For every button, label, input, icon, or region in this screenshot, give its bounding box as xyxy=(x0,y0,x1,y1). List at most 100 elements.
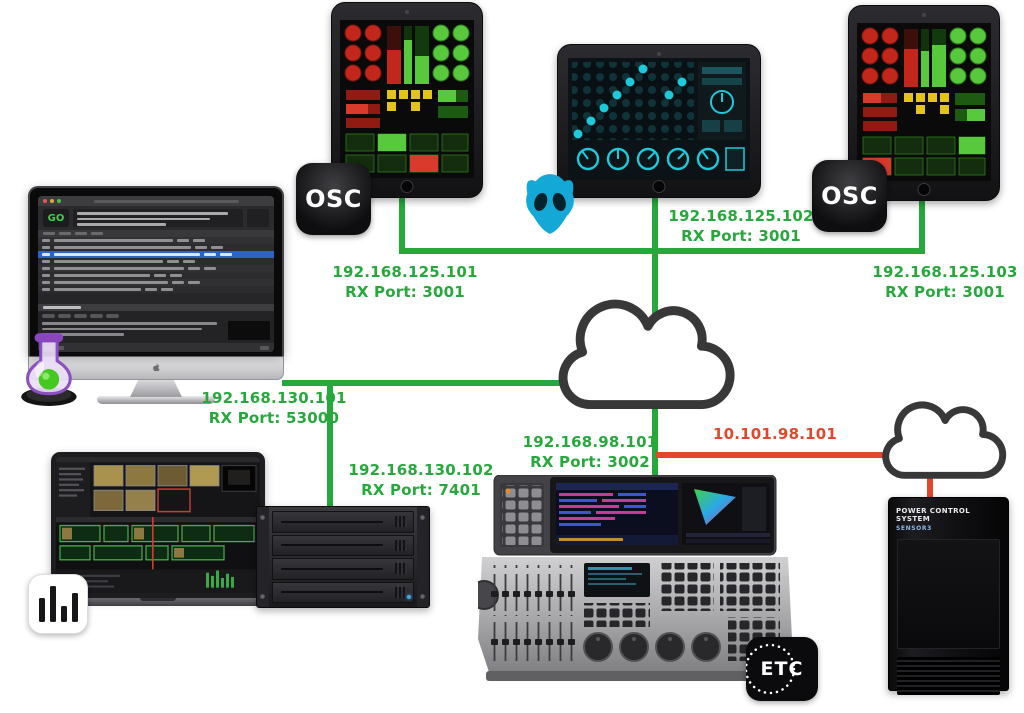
etc-logo-text: ETC xyxy=(760,658,804,680)
rx-port: RX Port: 7401 xyxy=(361,481,481,499)
imac-stand xyxy=(130,380,182,397)
drive-bay xyxy=(272,511,414,533)
close-dot xyxy=(43,199,47,203)
ip-address: 192.168.130.101 xyxy=(201,389,347,407)
label-media-server: 192.168.130.102 RX Port: 7401 xyxy=(345,460,497,500)
ip-address: 192.168.98.101 xyxy=(522,433,658,451)
camera-dot xyxy=(657,52,661,56)
window-title-skeleton xyxy=(94,199,239,203)
laptop-base xyxy=(44,598,272,606)
ipad-touchosc-left xyxy=(331,2,483,198)
qlab-cue-list xyxy=(38,237,274,304)
media-player-icon xyxy=(28,574,88,634)
drive-bay xyxy=(272,581,414,603)
rack-ear-right xyxy=(417,507,429,607)
power-rack-door xyxy=(897,539,1000,649)
rx-port: RX Port: 3001 xyxy=(885,283,1005,301)
rx-port: RX Port: 3001 xyxy=(345,283,465,301)
drive-bay xyxy=(272,558,414,580)
lemur-screen xyxy=(568,58,750,180)
cue-row xyxy=(38,244,274,251)
bar xyxy=(60,606,67,622)
bar xyxy=(49,586,56,622)
rx-port: RX Port: 3001 xyxy=(681,227,801,245)
nle-screen xyxy=(56,457,260,593)
cue-row xyxy=(38,286,274,293)
ip-address: 192.168.125.103 xyxy=(872,263,1018,281)
link-media-server xyxy=(327,380,333,512)
power-led xyxy=(407,595,411,599)
osc-badge-left: OSC xyxy=(296,163,371,235)
ip-address: 10.101.98.101 xyxy=(712,425,838,443)
ip-address: 192.168.125.101 xyxy=(332,263,478,281)
inspector-preview xyxy=(228,321,270,340)
zoom-dot xyxy=(57,199,61,203)
screw xyxy=(420,515,425,520)
qlab-window: GO xyxy=(38,196,274,352)
cue-row xyxy=(38,237,274,244)
rx-port: RX Port: 53000 xyxy=(208,409,340,427)
inspector-tabs xyxy=(42,314,270,318)
qlab-go-row: GO xyxy=(38,206,274,230)
imac-base xyxy=(97,396,215,404)
camera-dot xyxy=(405,10,409,14)
media-server-rack xyxy=(256,506,430,608)
imac-qlab: GO xyxy=(28,186,284,404)
drive-bays xyxy=(269,507,417,607)
cue-row xyxy=(38,258,274,265)
cue-row xyxy=(38,265,274,272)
ipad-touchosc-right xyxy=(848,5,1000,201)
network-cloud xyxy=(543,282,741,432)
screw xyxy=(260,594,265,599)
link-power-horizontal xyxy=(656,452,933,458)
qlab-toolbar xyxy=(38,230,274,237)
inspector-text xyxy=(42,321,224,340)
power-control-rack: POWER CONTROL SYSTEM SENSOR3 xyxy=(888,497,1009,695)
lemur-icon xyxy=(517,171,583,237)
osc-badge-right: OSC xyxy=(812,160,887,232)
cue-row-selected xyxy=(38,251,274,258)
label-ipad-left: 192.168.125.101 RX Port: 3001 xyxy=(330,262,480,302)
qlab-section-bar xyxy=(38,304,274,311)
label-ipad-right: 192.168.125.103 RX Port: 3001 xyxy=(870,262,1020,302)
qlab-titlebar xyxy=(38,196,274,206)
ipad-lemur xyxy=(557,44,761,198)
bar xyxy=(38,598,45,622)
rack-ear-left xyxy=(257,507,269,607)
qlab-inspector xyxy=(38,311,274,343)
apple-logo-icon xyxy=(153,363,160,372)
etc-logo-badge: ETC xyxy=(746,637,818,701)
cue-row xyxy=(38,272,274,279)
video-laptop xyxy=(44,452,272,606)
power-rack-title: POWER CONTROL SYSTEM xyxy=(896,507,971,523)
etc-dots-icon xyxy=(746,643,796,695)
link-ipad-center xyxy=(652,192,658,342)
label-ipad-center: 192.168.125.102 RX Port: 3001 xyxy=(662,206,820,246)
laptop-display xyxy=(51,452,265,598)
osc-badge-label: OSC xyxy=(821,182,878,210)
cue-notes-panel xyxy=(73,209,243,227)
touchosc-screen xyxy=(857,23,991,181)
rx-port: RX Port: 3002 xyxy=(530,453,650,471)
link-imac-cloud xyxy=(282,380,566,386)
label-power-system: 10.101.98.101 xyxy=(700,424,850,444)
camera-dot xyxy=(922,13,926,17)
qlab-go-button: GO xyxy=(43,209,69,227)
link-backbone xyxy=(399,248,925,254)
touchosc-screen xyxy=(340,20,474,178)
ip-address: 192.168.125.102 xyxy=(668,207,814,225)
eos-lighting-console xyxy=(478,475,792,683)
osc-badge-label: OSC xyxy=(305,185,362,213)
cue-row xyxy=(38,279,274,286)
cue-status-panel xyxy=(247,209,269,227)
label-eos-console: 192.168.98.101 RX Port: 3002 xyxy=(515,432,665,472)
link-cloud-console xyxy=(652,398,658,482)
home-button xyxy=(400,180,414,193)
power-rack-model: SENSOR3 xyxy=(896,525,932,532)
screw xyxy=(260,515,265,520)
qlab-icon xyxy=(12,326,94,408)
bar xyxy=(71,593,78,622)
external-cloud xyxy=(868,390,1014,494)
link-ipad-right xyxy=(919,196,925,252)
